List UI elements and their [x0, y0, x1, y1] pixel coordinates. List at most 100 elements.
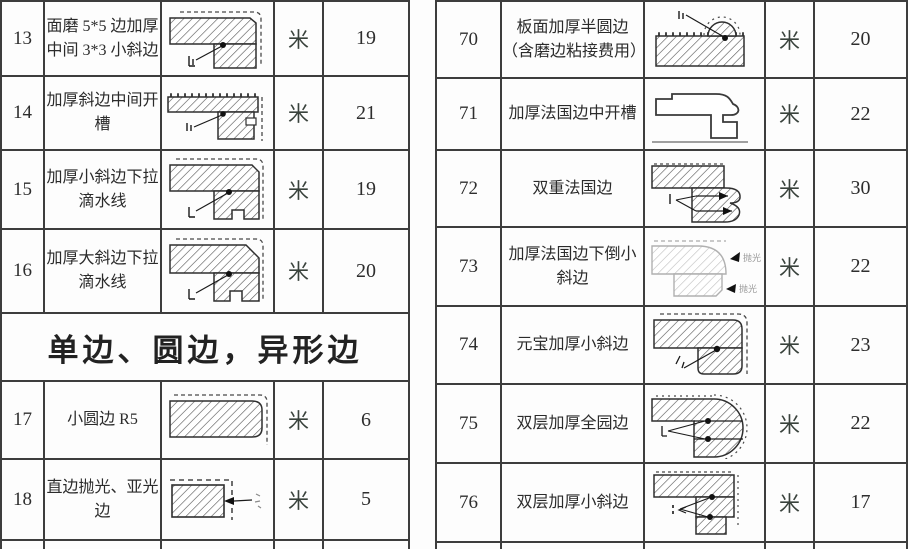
price-value: 19: [322, 149, 410, 230]
item-number: 73: [435, 226, 502, 307]
item-diagram-cell: [643, 0, 766, 79]
thickened-french-edge-center-groove-icon: [651, 93, 748, 143]
empty-cell: [500, 541, 645, 549]
empty-cell: [643, 541, 766, 549]
empty-cell: [764, 541, 815, 549]
empty-cell: [43, 539, 162, 549]
item-number: 15: [0, 149, 45, 230]
empty-cell: [322, 539, 410, 549]
price-value: 19: [322, 0, 410, 77]
item-diagram-cell: [643, 462, 766, 543]
item-number: 17: [0, 380, 45, 460]
unit-label: 米: [764, 149, 815, 228]
item-diagram-cell: [643, 149, 766, 228]
table-row: 74 元宝加厚小斜边 米 23: [435, 305, 908, 385]
item-number: 72: [435, 149, 502, 228]
item-description: 双层加厚全园边: [500, 383, 645, 464]
item-number: 13: [0, 0, 45, 77]
item-diagram-cell: [160, 458, 275, 541]
unit-label: 米: [273, 149, 324, 230]
item-description: 小圆边 R5: [43, 380, 162, 460]
price-value: 20: [813, 0, 908, 79]
table-row-partial: [0, 539, 410, 549]
thickened-bevel-center-groove-icon: [167, 93, 263, 141]
price-value: 30: [813, 149, 908, 228]
unit-label: 米: [273, 228, 324, 314]
straight-polished-matte-edge-icon: [170, 478, 262, 520]
item-number: 75: [435, 383, 502, 464]
unit-label: 米: [764, 383, 815, 464]
item-diagram-cell: [643, 305, 766, 385]
unit-label: 米: [273, 458, 324, 541]
double-french-edge-icon: [650, 162, 741, 223]
empty-cell: [160, 539, 275, 549]
unit-label: 米: [764, 77, 815, 151]
polish-label: 抛光: [743, 252, 761, 263]
polish-label: 抛光: [739, 283, 757, 294]
table-row: 70 板面加厚半圆边（含磨边粘接费用） 米 20: [435, 0, 908, 79]
table-row: 72 双重法国边 米 30: [435, 149, 908, 228]
item-description: 加厚大斜边下拉滴水线: [43, 228, 162, 314]
item-description: 加厚法国边中开槽: [500, 77, 645, 151]
table-row: 71 加厚法国边中开槽 米 22: [435, 77, 908, 151]
item-number: 71: [435, 77, 502, 151]
item-number: 74: [435, 305, 502, 385]
section-header-row: 单边、圆边，异形边: [0, 312, 410, 382]
thickened-small-bevel-drip-line-icon: [169, 157, 264, 220]
thickened-large-bevel-drip-line-icon: [169, 238, 264, 302]
price-value: 22: [813, 226, 908, 307]
empty-cell: [813, 541, 908, 549]
double-layer-thickened-small-bevel-icon: [652, 470, 739, 535]
item-diagram-cell: [160, 228, 275, 314]
unit-label: 米: [764, 226, 815, 307]
price-value: 22: [813, 77, 908, 151]
table-row: 76 双层加厚小斜边 米 17: [435, 462, 908, 543]
item-diagram-cell: [643, 383, 766, 464]
unit-label: 米: [273, 75, 324, 151]
item-number: 18: [0, 458, 45, 541]
item-diagram-cell: [160, 0, 275, 77]
item-description: 元宝加厚小斜边: [500, 305, 645, 385]
price-value: 5: [322, 458, 410, 541]
unit-label: 米: [764, 0, 815, 79]
table-row: 17 小圆边 R5 米 6: [0, 380, 410, 460]
price-value: 6: [322, 380, 410, 460]
item-description: 加厚小斜边下拉滴水线: [43, 149, 162, 230]
empty-cell: [273, 539, 324, 549]
price-value: 22: [813, 383, 908, 464]
empty-cell: [435, 541, 502, 549]
table-row: 15 加厚小斜边下拉滴水线 米 19: [0, 149, 410, 230]
price-value: 23: [813, 305, 908, 385]
item-diagram-cell: 抛光 抛光: [643, 226, 766, 307]
small-round-edge-r5-icon: [169, 394, 268, 445]
item-description: 加厚斜边中间开槽: [43, 75, 162, 151]
empty-cell: [0, 539, 45, 549]
unit-label: 米: [764, 305, 815, 385]
thickened-edge-center-small-bevel-icon: [169, 10, 262, 69]
item-description: 双重法国边: [500, 149, 645, 228]
section-header: 单边、圆边，异形边: [0, 312, 410, 382]
edge-pricing-table-right: 70 板面加厚半圆边（含磨边粘接费用） 米 20 71 加厚法国边中开槽: [435, 0, 908, 549]
item-number: 16: [0, 228, 45, 314]
thickened-french-edge-lower-small-bevel-icon: 抛光 抛光: [650, 239, 761, 297]
price-value: 21: [322, 75, 410, 151]
edge-pricing-table-left: 13 面磨 5*5 边加厚中间 3*3 小斜边 米 19 14 加厚斜边中间开槽: [0, 0, 410, 549]
price-value: 20: [322, 228, 410, 314]
table-row-partial: [435, 541, 908, 549]
item-diagram-cell: [643, 77, 766, 151]
table-row: 16 加厚大斜边下拉滴水线 米 20: [0, 228, 410, 314]
table-row: 13 面磨 5*5 边加厚中间 3*3 小斜边 米 19: [0, 0, 410, 77]
item-description: 直边抛光、亚光边: [43, 458, 162, 541]
ingot-thickened-small-bevel-icon: [652, 313, 748, 375]
double-layer-thickened-full-round-edge-icon: [650, 393, 748, 459]
item-number: 70: [435, 0, 502, 79]
table-row: 14 加厚斜边中间开槽 米 21: [0, 75, 410, 151]
item-diagram-cell: [160, 149, 275, 230]
unit-label: 米: [273, 0, 324, 77]
price-value: 17: [813, 462, 908, 543]
unit-label: 米: [273, 380, 324, 460]
unit-label: 米: [764, 462, 815, 543]
table-row: 73 加厚法国边下倒小斜边 抛光 抛光 米 22: [435, 226, 908, 307]
item-description: 加厚法国边下倒小斜边: [500, 226, 645, 307]
